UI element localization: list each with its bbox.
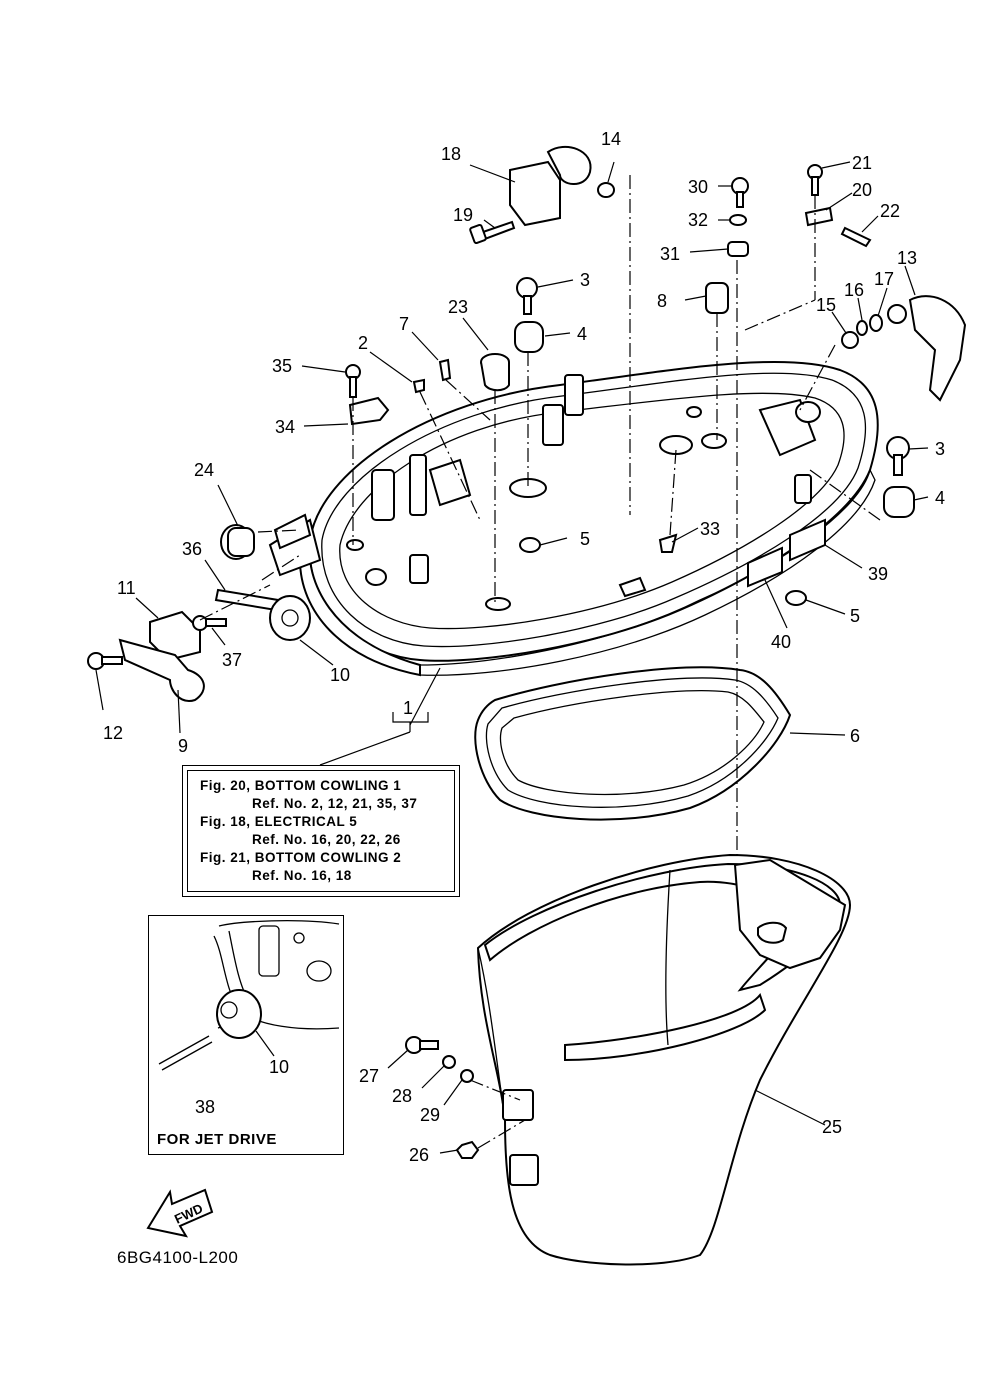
- fwd-arrow-icon: FWD: [146, 1188, 214, 1238]
- callout-3b: 3: [935, 439, 945, 459]
- callout-36: 36: [182, 539, 202, 559]
- callout-7: 7: [399, 314, 409, 334]
- callout-1: 1: [403, 698, 413, 718]
- seal-gasket-part: [474, 666, 792, 821]
- jet-drive-label: FOR JET DRIVE: [157, 1131, 277, 1148]
- callout-28: 28: [392, 1086, 412, 1106]
- ref-fig-line: Fig. 18, ELECTRICAL 5: [200, 814, 358, 829]
- callout-32: 32: [688, 210, 708, 230]
- callout-4b: 4: [935, 488, 945, 508]
- ref-no-line: Ref. No. 2, 12, 21, 35, 37: [252, 796, 418, 811]
- ref-fig-line: Fig. 20, BOTTOM COWLING 1: [200, 778, 402, 793]
- callout-14: 14: [601, 129, 621, 149]
- callout-19: 19: [453, 205, 473, 225]
- callout-25: 25: [822, 1117, 842, 1137]
- callout-8: 8: [657, 291, 667, 311]
- callout-35: 35: [272, 356, 292, 376]
- callout-6: 6: [850, 726, 860, 746]
- assembly-lines: [199, 175, 881, 1149]
- callout-18: 18: [441, 144, 461, 164]
- callout-26: 26: [409, 1145, 429, 1165]
- jet-drive-inset: 10 FOR JET DRIVE: [148, 915, 344, 1155]
- callout-22: 22: [880, 201, 900, 221]
- diagram-code: 6BG4100-L200: [117, 1248, 239, 1267]
- callout-4a: 4: [577, 324, 587, 344]
- callout-30: 30: [688, 177, 708, 197]
- jet-drive-drawing: 10: [158, 920, 340, 1077]
- callout-3a: 3: [580, 270, 590, 290]
- callout-2: 2: [358, 333, 368, 353]
- callout-16: 16: [844, 280, 864, 300]
- callout-29: 29: [420, 1105, 440, 1125]
- cross-reference-list: Fig. 20, BOTTOM COWLING 1 Ref. No. 2, 12…: [187, 770, 455, 892]
- callout-5b: 5: [850, 606, 860, 626]
- callout-labels: 1 2 3 3 4 4 5 5 6 7 8 9 10 11 12 13 14 1…: [103, 129, 945, 1165]
- callout-38: 38: [195, 1097, 215, 1117]
- ref-fig-line: Fig. 21, BOTTOM COWLING 2: [200, 850, 402, 865]
- callout-24: 24: [194, 460, 214, 480]
- callout-39: 39: [868, 564, 888, 584]
- callout-40: 40: [771, 632, 791, 652]
- callout-21: 21: [852, 153, 872, 173]
- callout-10: 10: [330, 665, 350, 685]
- callout-12: 12: [103, 723, 123, 743]
- callout-10b: 10: [269, 1057, 289, 1077]
- callout-9: 9: [178, 736, 188, 756]
- leader-lines: [95, 161, 929, 1154]
- bottom-cowling-part: [268, 360, 879, 677]
- callout-15: 15: [816, 295, 836, 315]
- cross-reference-box: Fig. 20, BOTTOM COWLING 1 Ref. No. 2, 12…: [182, 765, 460, 897]
- callout-17: 17: [874, 269, 894, 289]
- callout-27: 27: [359, 1066, 379, 1086]
- callout-34: 34: [275, 417, 295, 437]
- callout-11: 11: [117, 578, 136, 598]
- callout-13: 13: [897, 248, 917, 268]
- hardware-parts: [87, 145, 967, 1159]
- callout-31: 31: [660, 244, 680, 264]
- callout-23: 23: [448, 297, 468, 317]
- ref-no-line: Ref. No. 16, 20, 22, 26: [252, 832, 401, 847]
- ref-no-line: Ref. No. 16, 18: [252, 868, 352, 883]
- lower-cowling-part: [476, 853, 852, 1266]
- callout-33: 33: [700, 519, 720, 539]
- callout-37: 37: [222, 650, 242, 670]
- callout-5a: 5: [580, 529, 590, 549]
- callout-20: 20: [852, 180, 872, 200]
